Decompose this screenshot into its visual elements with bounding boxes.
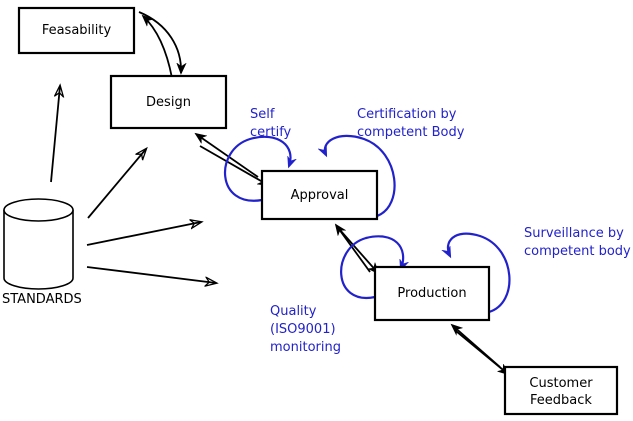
flow-design-to-approval (199, 145, 268, 185)
annotation-certification-line1: Certification by (357, 107, 457, 122)
node-design[interactable]: Design (109, 74, 228, 130)
node-customer-feedback-label-line2: Feedback (530, 393, 592, 408)
loop-surveillance-by-competent-body (448, 232, 511, 314)
node-customer-feedback-label-line1: Customer (529, 376, 593, 391)
nodes-layer: Feasability Design Approval Production C… (2, 6, 619, 416)
datastore-standards-label: STANDARDS (2, 292, 82, 307)
node-approval[interactable]: Approval (260, 169, 379, 221)
flow-standards-to-production-area (86, 266, 216, 283)
annotation-quality-line3: monitoring (270, 340, 341, 355)
flow-customer-feedback-to-production (452, 325, 501, 368)
node-approval-label: Approval (291, 188, 349, 203)
node-customer-feedback[interactable]: Customer Feedback (503, 365, 619, 416)
flow-standards-to-approval-area (86, 222, 201, 246)
annotation-certification-by-competent-body: Certification by competent Body (357, 107, 465, 140)
datastore-standards[interactable]: STANDARDS (2, 198, 82, 307)
annotation-quality-line1: Quality (270, 304, 317, 319)
node-design-label: Design (146, 95, 191, 110)
node-production[interactable]: Production (373, 265, 491, 322)
flow-production-to-customer-feedback (455, 330, 508, 374)
flow-approval-to-design (196, 134, 259, 178)
annotation-surveillance-line1: Surveillance by (524, 226, 624, 241)
flow-design-to-feasability (143, 16, 173, 79)
annotation-quality-iso9001-monitoring: Quality (ISO9001) monitoring (270, 304, 341, 355)
annotation-quality-line2: (ISO9001) (270, 322, 336, 337)
node-production-label: Production (397, 286, 466, 301)
node-feasability-label: Feasability (42, 23, 112, 38)
flow-standards-to-feasability (50, 86, 60, 183)
annotation-certification-line2: competent Body (357, 125, 465, 140)
flow-standards-to-design (87, 149, 146, 219)
loop-certification-by-competent-body (325, 134, 396, 218)
annotation-self-certify: Self certify (250, 107, 292, 140)
flow-approval-to-production (339, 229, 378, 273)
node-feasability[interactable]: Feasability (17, 6, 136, 55)
annotation-surveillance-line2: competent body (524, 244, 631, 259)
annotation-surveillance-by-competent-body: Surveillance by competent body (524, 226, 631, 259)
loop-self-certify (224, 135, 290, 202)
flow-arrows-layer (50, 11, 508, 374)
annotation-self-certify-line2: certify (250, 125, 292, 140)
annotation-loops-layer (224, 134, 511, 314)
flow-feasability-to-design (138, 11, 181, 73)
loop-quality-iso9001-monitoring (340, 235, 403, 300)
annotation-self-certify-line1: Self (250, 107, 275, 122)
annotation-text-layer: Self certify Certification by competent … (250, 107, 631, 355)
